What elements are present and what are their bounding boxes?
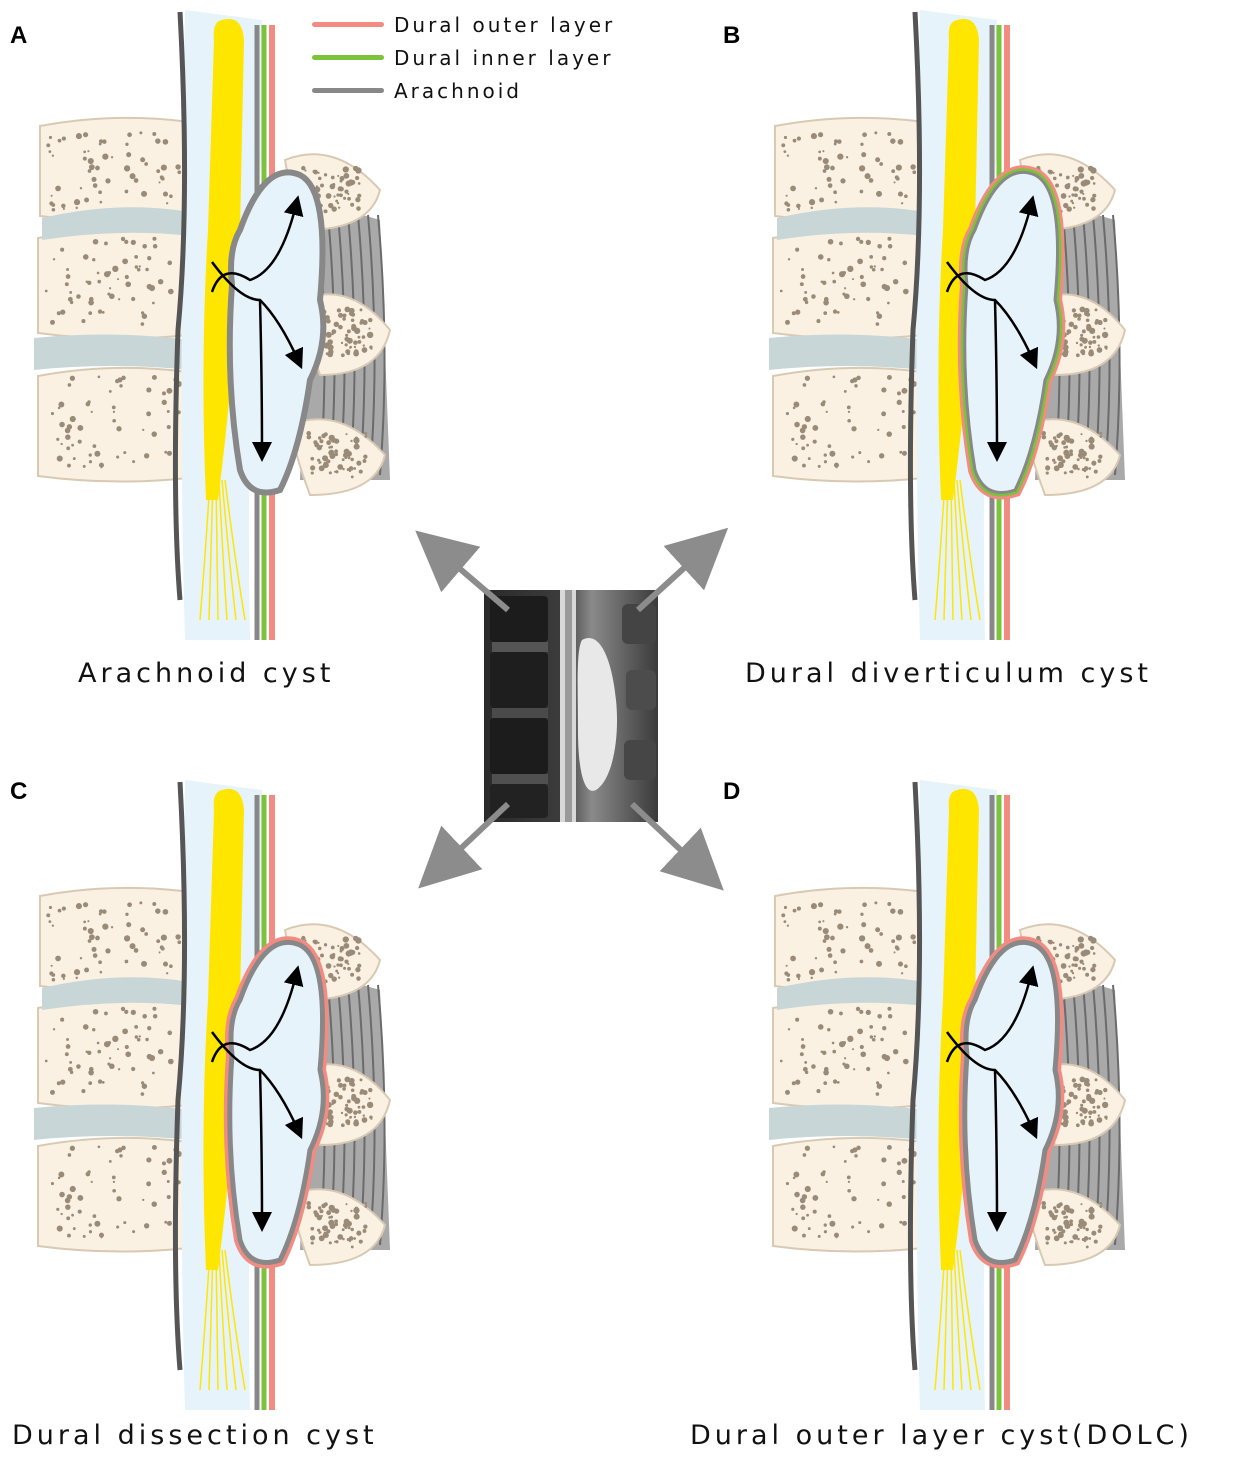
vertebral-column (34, 888, 190, 1252)
vertebral-body (773, 1000, 923, 1109)
legend-item-dural-inner: Dural inner layer (312, 41, 615, 74)
legend-label: Dural outer layer (394, 13, 615, 37)
panel-letter: D (723, 778, 740, 806)
vertebral-column (769, 888, 925, 1252)
legend: Dural outer layer Dural inner layer Arac… (312, 8, 615, 107)
intervertebral-disc (34, 334, 190, 370)
legend-swatch (312, 55, 384, 60)
intervertebral-disc (769, 334, 925, 370)
vertebral-column (34, 118, 190, 482)
vertebral-body (773, 230, 923, 339)
panel-letter: A (10, 22, 27, 50)
panel-caption: Arachnoid cyst (78, 658, 334, 689)
intervertebral-disc (34, 1104, 190, 1140)
spine-diagram (735, 0, 1155, 660)
vertebral-body (38, 1000, 188, 1109)
vertebral-column (769, 118, 925, 482)
panel-caption: Dural outer layer cyst(DOLC) (690, 1420, 1193, 1451)
legend-item-dural-outer: Dural outer layer (312, 8, 615, 41)
legend-swatch (312, 88, 384, 93)
legend-item-arachnoid: Arachnoid (312, 74, 615, 107)
legend-swatch (312, 22, 384, 27)
legend-label: Arachnoid (394, 79, 522, 103)
panel-c: C (0, 770, 420, 1430)
panel-caption: Dural dissection cyst (12, 1420, 378, 1451)
mri-image (484, 590, 658, 822)
intervertebral-disc (769, 1104, 925, 1140)
spine-diagram (735, 770, 1155, 1430)
panel-letter: C (10, 778, 27, 806)
mri-arrows (438, 548, 706, 870)
panel-b: B (735, 0, 1155, 660)
panel-d: D (735, 770, 1155, 1430)
vertebral-body (38, 230, 188, 339)
spine-diagram (0, 770, 420, 1430)
panel-letter: B (723, 22, 740, 50)
panel-caption: Dural diverticulum cyst (745, 658, 1152, 689)
legend-label: Dural inner layer (394, 46, 613, 70)
